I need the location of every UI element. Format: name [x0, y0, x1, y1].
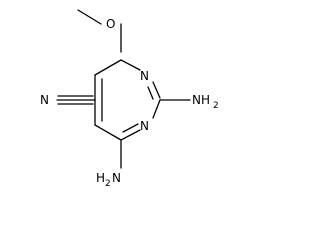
bond-n1-c6 — [120, 129, 141, 141]
bond-c2-n1 — [152, 99, 161, 119]
bond-n3-c2-inner — [147, 86, 154, 100]
atom-h-bottom-subscript: 2 — [105, 179, 111, 187]
atom-n-ring-bottom: N — [140, 119, 149, 133]
bond-c6-c5 — [94, 124, 122, 141]
bond-n3-c2 — [152, 81, 161, 99]
bond-n1-c6-inner — [122, 123, 139, 133]
atom-h-bottom: H — [96, 171, 105, 185]
atom-nh-right-subscript: 2 — [213, 101, 219, 111]
atom-n-bottom: N — [112, 171, 121, 185]
atom-n-nitrile: N — [40, 93, 49, 107]
structure-diagram: O N N N NH 2 H 2 N — [40, 9, 219, 187]
atom-nh-right: NH — [192, 93, 210, 107]
atom-n-ring-top: N — [140, 69, 149, 83]
atom-o-methoxy: O — [106, 17, 115, 31]
bond-methyl-o — [77, 9, 102, 25]
bond-c4-c5-top — [94, 59, 122, 76]
bond-c4-n3 — [120, 59, 141, 71]
molecule-svg: O N N N NH 2 H 2 N — [40, 9, 219, 187]
